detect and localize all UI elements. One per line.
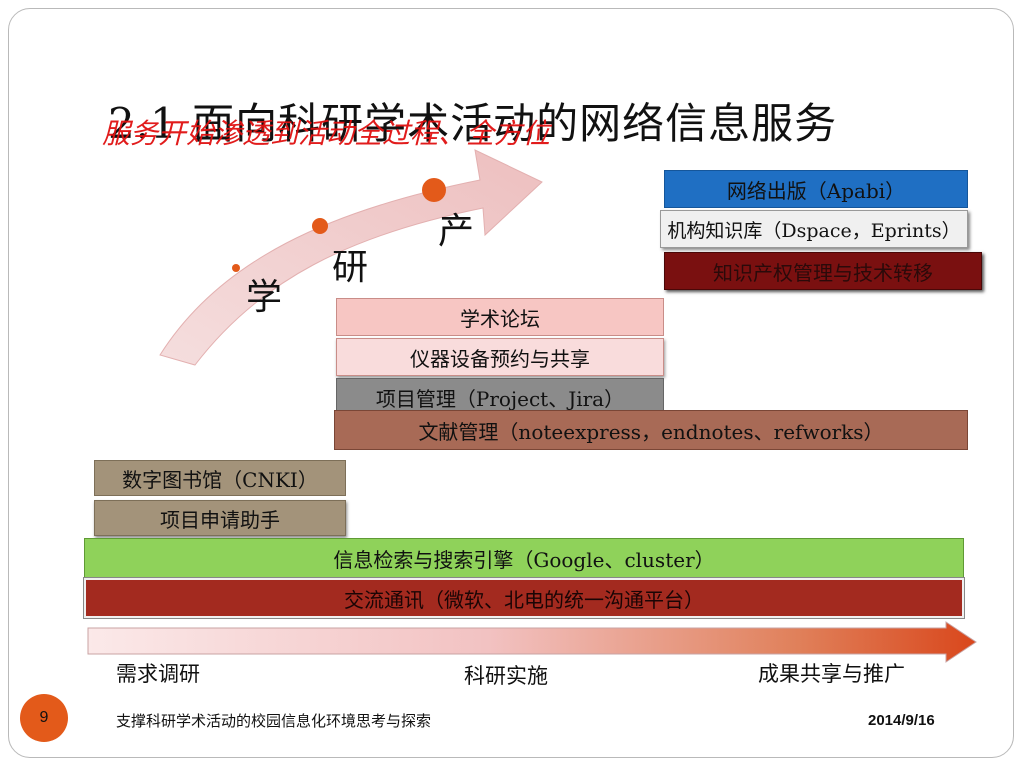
page-number-badge: 9 <box>20 694 68 742</box>
stage-research: 研 <box>332 247 369 288</box>
box-online-publishing-label: 网络出版（Apabi） <box>726 178 906 203</box>
box-project-application-assistant: 项目申请助手 <box>94 500 346 536</box>
stage-industry: 产 <box>438 211 475 252</box>
timeline-label-research-implementation: 科研实施 <box>464 664 548 688</box>
box-communication: 交流通讯（微软、北电的统一沟通平台） <box>83 577 965 619</box>
box-online-publishing: 网络出版（Apabi） <box>664 170 968 208</box>
timeline-arrow <box>87 621 977 663</box>
box-academic-forum: 学术论坛 <box>336 298 664 336</box>
timeline-label-results-sharing: 成果共享与推广 <box>758 662 905 686</box>
box-information-retrieval: 信息检索与搜索引擎（Google、cluster） <box>84 538 964 578</box>
box-equipment-sharing: 仪器设备预约与共享 <box>336 338 664 376</box>
footer-date: 2014/9/16 <box>868 712 935 729</box>
stage-dot-large <box>422 178 446 202</box>
timeline-label-demand-research: 需求调研 <box>116 662 200 686</box>
box-communication-label: 交流通讯（微软、北电的统一沟通平台） <box>344 587 704 612</box>
curve-band <box>159 149 543 366</box>
page-title: 2.1 面向科研学术活动的网络信息服务 <box>108 99 838 148</box>
box-digital-library-label: 数字图书馆（CNKI） <box>122 467 318 492</box>
page-number: 9 <box>39 709 49 726</box>
box-reference-management: 文献管理（noteexpress，endnotes、refworks） <box>334 410 968 450</box>
footer-caption: 支撑科研学术活动的校园信息化环境思考与探索 <box>116 712 432 730</box>
box-ip-management: 知识产权管理与技术转移 <box>664 252 982 290</box>
box-institutional-repository-label: 机构知识库（Dspace，Eprints） <box>667 219 961 242</box>
stage-dot-medium <box>312 218 328 234</box>
box-institutional-repository: 机构知识库（Dspace，Eprints） <box>660 210 968 248</box>
box-project-management-label: 项目管理（Project、Jira） <box>375 386 625 411</box>
growth-curve-arrow <box>159 149 543 366</box>
box-equipment-sharing-label: 仪器设备预约与共享 <box>410 346 590 371</box>
box-academic-forum-label: 学术论坛 <box>460 306 540 331</box>
box-reference-management-label: 文献管理（noteexpress，endnotes、refworks） <box>418 419 884 444</box>
stage-learn: 学 <box>246 277 283 318</box>
stage-dot-small <box>232 264 240 272</box>
box-project-management: 项目管理（Project、Jira） <box>336 378 664 416</box>
box-digital-library: 数字图书馆（CNKI） <box>94 460 346 496</box>
slide-frame <box>8 8 1014 758</box>
page-subtitle: 服务开始渗透到活动全过程、全方位 <box>102 117 551 150</box>
box-project-application-assistant-label: 项目申请助手 <box>160 507 280 532</box>
box-ip-management-label: 知识产权管理与技术转移 <box>713 260 933 285</box>
box-information-retrieval-label: 信息检索与搜索引擎（Google、cluster） <box>333 547 715 572</box>
